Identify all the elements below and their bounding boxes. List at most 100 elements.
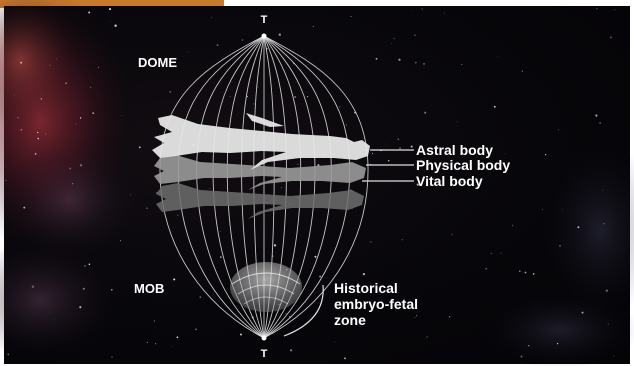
star	[415, 62, 417, 64]
star	[444, 13, 445, 14]
star	[297, 163, 298, 164]
star	[109, 8, 111, 10]
star	[457, 121, 458, 122]
star	[608, 324, 609, 325]
star	[23, 207, 25, 209]
star	[615, 9, 616, 10]
star	[98, 67, 99, 68]
star	[376, 58, 378, 60]
star	[139, 146, 141, 148]
bottom-pole-point	[262, 336, 267, 341]
star	[20, 62, 22, 64]
star	[177, 336, 179, 338]
star	[217, 44, 219, 46]
star	[122, 115, 123, 116]
star	[37, 138, 38, 139]
star	[111, 21, 112, 22]
star	[92, 112, 94, 114]
star	[65, 82, 67, 84]
star	[130, 194, 131, 195]
star	[279, 34, 281, 36]
star	[313, 26, 314, 27]
historical-label-line1: Historical	[334, 280, 398, 296]
star	[399, 147, 401, 149]
star	[41, 98, 43, 100]
star	[14, 94, 15, 95]
star	[388, 160, 389, 161]
star	[240, 334, 242, 336]
star	[505, 154, 506, 155]
star	[402, 239, 403, 240]
star	[285, 313, 286, 314]
star	[545, 154, 546, 155]
dome-label: DOME	[138, 55, 177, 70]
star	[602, 190, 603, 191]
star	[528, 345, 529, 346]
star	[83, 288, 85, 290]
star	[211, 17, 212, 18]
star	[69, 168, 71, 170]
star	[35, 153, 37, 155]
star	[350, 16, 351, 17]
star	[7, 354, 9, 356]
star	[79, 306, 81, 308]
star	[114, 25, 116, 27]
star	[154, 320, 155, 321]
star	[195, 328, 197, 330]
embryo-fetal-zone	[230, 262, 302, 312]
star	[363, 273, 365, 275]
star	[596, 8, 597, 9]
star	[372, 153, 373, 154]
star	[90, 87, 91, 88]
star	[604, 223, 605, 224]
star	[220, 231, 221, 232]
vital-body-figure	[156, 183, 364, 219]
star	[111, 356, 112, 357]
historical-label-line3: zone	[334, 312, 366, 328]
star	[220, 256, 222, 258]
star	[314, 256, 316, 258]
star	[461, 64, 462, 65]
star	[155, 343, 156, 344]
star	[37, 132, 38, 133]
star	[189, 361, 190, 362]
star	[413, 10, 414, 11]
star	[45, 133, 46, 134]
top-pole-point	[262, 34, 267, 39]
star	[290, 349, 292, 351]
top-pole-label: T	[261, 14, 268, 26]
star	[177, 215, 178, 216]
star	[88, 12, 90, 14]
star	[542, 209, 543, 210]
star	[501, 253, 502, 254]
star	[519, 270, 521, 272]
star	[485, 268, 487, 270]
star	[230, 96, 231, 97]
star	[80, 164, 82, 166]
physical-body-label: Physical body	[416, 157, 510, 173]
star	[415, 317, 416, 318]
star	[344, 358, 346, 360]
star	[427, 337, 428, 338]
star	[247, 96, 248, 97]
star	[307, 96, 308, 97]
star	[17, 117, 19, 119]
star	[533, 273, 535, 275]
star	[147, 342, 148, 343]
star	[294, 96, 296, 98]
star	[398, 59, 400, 61]
star	[210, 188, 211, 189]
star	[172, 346, 173, 347]
star	[522, 70, 523, 71]
star	[253, 103, 255, 105]
star	[610, 36, 612, 38]
star	[339, 106, 340, 107]
star	[56, 58, 57, 59]
vital-body-label: Vital body	[416, 173, 483, 189]
star	[84, 265, 86, 267]
star	[169, 91, 171, 93]
star	[146, 207, 148, 209]
star	[582, 312, 584, 314]
